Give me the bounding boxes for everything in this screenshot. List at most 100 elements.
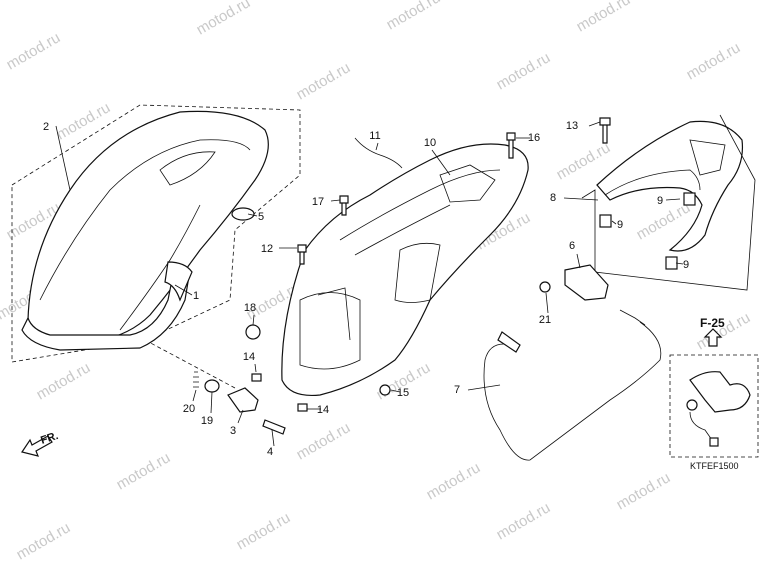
leader-9 — [675, 262, 684, 265]
washer-19 — [204, 379, 220, 393]
callout-2: 2 — [43, 121, 49, 133]
seat-leader-dashed — [144, 339, 236, 389]
leader-14 — [254, 363, 257, 373]
leader-10 — [431, 149, 451, 176]
callout-18: 18 — [244, 302, 256, 314]
leader-20 — [192, 389, 197, 402]
leader-19 — [210, 391, 213, 414]
callout-6: 6 — [569, 240, 575, 252]
carrier-frame — [581, 114, 756, 291]
watermark-text: motod.ru — [14, 519, 74, 563]
bushing-18 — [245, 324, 261, 340]
leader-9 — [665, 198, 681, 201]
clip-14b — [297, 403, 308, 412]
watermark-text: motod.ru — [294, 59, 354, 103]
watermark-text: motod.ru — [114, 449, 174, 493]
watermark-text: motod.ru — [194, 0, 254, 38]
harness-wire — [354, 137, 403, 169]
leader-9 — [611, 220, 617, 225]
nut-15 — [379, 384, 391, 396]
leader-15 — [390, 389, 401, 393]
cable-tip — [619, 309, 646, 326]
collar-9b — [599, 214, 612, 228]
callout-9: 9 — [617, 219, 623, 231]
leader-7 — [467, 384, 501, 391]
callout-14: 14 — [243, 351, 255, 363]
luggage-box — [281, 143, 529, 397]
bolt-16 — [506, 132, 516, 159]
leader-6 — [576, 253, 581, 269]
leader-21 — [545, 292, 549, 314]
callout-16: 16 — [528, 132, 540, 144]
leader-5 — [247, 213, 258, 217]
reference-code: F-25 — [700, 316, 725, 330]
leader-1 — [174, 284, 193, 296]
clip-14a — [251, 373, 262, 382]
watermark-text: motod.ru — [294, 419, 354, 463]
callout-11: 11 — [369, 130, 380, 142]
callout-9: 9 — [657, 195, 663, 207]
watermark-text: motod.ru — [54, 99, 114, 143]
hinge-pin — [262, 419, 286, 435]
seat-band — [164, 261, 193, 302]
seat-group-frame — [11, 104, 301, 363]
leader-4 — [271, 429, 275, 447]
callout-8: 8 — [550, 192, 556, 204]
lock-wire — [689, 411, 713, 441]
detail-frame — [669, 354, 759, 458]
collar-9c — [665, 256, 678, 270]
callout-19: 19 — [201, 415, 213, 427]
bolt-17 — [339, 195, 349, 216]
seat-lock-cable — [483, 321, 662, 461]
watermark-text: motod.ru — [4, 29, 64, 73]
spring-20 — [193, 371, 199, 388]
callout-21: 21 — [539, 314, 551, 326]
callout-14: 14 — [317, 404, 329, 416]
reference-arrow — [703, 328, 723, 347]
front-direction-arrow — [21, 435, 53, 457]
seat — [21, 110, 269, 351]
callout-1: 1 — [193, 290, 199, 302]
callout-3: 3 — [230, 425, 236, 437]
collar-9a — [683, 192, 696, 206]
seat-latch — [564, 264, 609, 301]
callout-20: 20 — [183, 403, 195, 415]
watermark-text: motod.ru — [384, 0, 444, 33]
watermark-text: motod.ru — [554, 139, 614, 183]
lock-connector — [709, 437, 719, 447]
leader-lines — [55, 121, 684, 447]
lock-assembly — [689, 371, 751, 413]
watermark-text: motod.ru — [234, 509, 294, 553]
callout-10: 10 — [424, 137, 436, 149]
watermark-text: motod.ru — [494, 499, 554, 543]
callout-7: 7 — [454, 384, 460, 396]
leader-2 — [55, 125, 71, 191]
screw-21 — [539, 281, 551, 293]
rear-carrier — [596, 120, 744, 252]
leader-13 — [588, 121, 601, 127]
callout-4: 4 — [267, 446, 273, 458]
cable-end — [497, 331, 521, 353]
diagram-code: KTFEF1500 — [690, 461, 739, 471]
callout-5: 5 — [258, 211, 264, 223]
callout-13: 13 — [566, 120, 578, 132]
seat-hinge — [227, 387, 259, 413]
watermark-text: motod.ru — [424, 459, 484, 503]
watermark-text: motod.ru — [684, 39, 744, 83]
watermark-text: motod.ru — [34, 359, 94, 403]
callout-9: 9 — [683, 259, 689, 271]
callout-12: 12 — [261, 243, 273, 255]
watermark-text: motod.ru — [574, 0, 634, 35]
grommet — [231, 207, 255, 221]
leader-8 — [563, 197, 599, 201]
watermark-text: motod.ru — [494, 49, 554, 93]
leader-3 — [237, 409, 244, 424]
leader-11 — [375, 142, 379, 151]
bolt-12 — [297, 244, 307, 265]
watermark-text: motod.ru — [614, 469, 674, 513]
leader-18 — [252, 314, 255, 326]
bolt-13 — [599, 117, 611, 144]
